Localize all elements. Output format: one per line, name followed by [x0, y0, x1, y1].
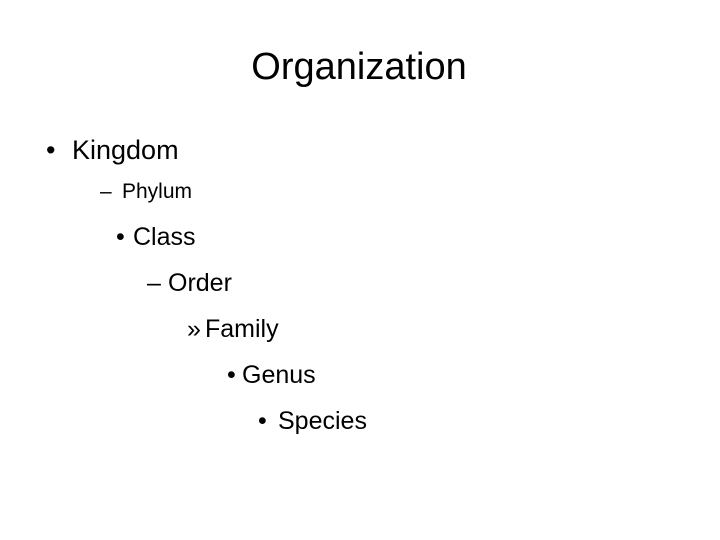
dash-bullet-icon: –: [100, 180, 112, 203]
list-item-species: • Species: [258, 405, 367, 437]
bullet-icon: •: [258, 407, 267, 435]
list-item-class: • Class: [116, 221, 196, 253]
list-item-label: Family: [205, 315, 279, 343]
list-item-family: » Family: [187, 313, 279, 345]
list-item-phylum: – Phylum: [100, 178, 192, 206]
slide-title: Organization: [251, 46, 467, 88]
list-item-label: Genus: [242, 361, 316, 389]
list-item-label: Order: [168, 269, 232, 297]
list-item-label: Species: [278, 407, 367, 435]
bullet-icon: •: [116, 223, 125, 251]
list-item-label: Phylum: [122, 180, 193, 203]
dash-bullet-icon: –: [147, 269, 161, 297]
list-item-kingdom: • Kingdom: [46, 133, 179, 167]
list-item-genus: • Genus: [227, 359, 316, 391]
bullet-icon: •: [46, 135, 56, 165]
list-item-order: – Order: [147, 267, 232, 299]
list-item-label: Kingdom: [72, 135, 179, 165]
guillemet-bullet-icon: »: [187, 315, 201, 343]
bullet-icon: •: [227, 361, 236, 389]
list-item-label: Class: [133, 223, 196, 251]
